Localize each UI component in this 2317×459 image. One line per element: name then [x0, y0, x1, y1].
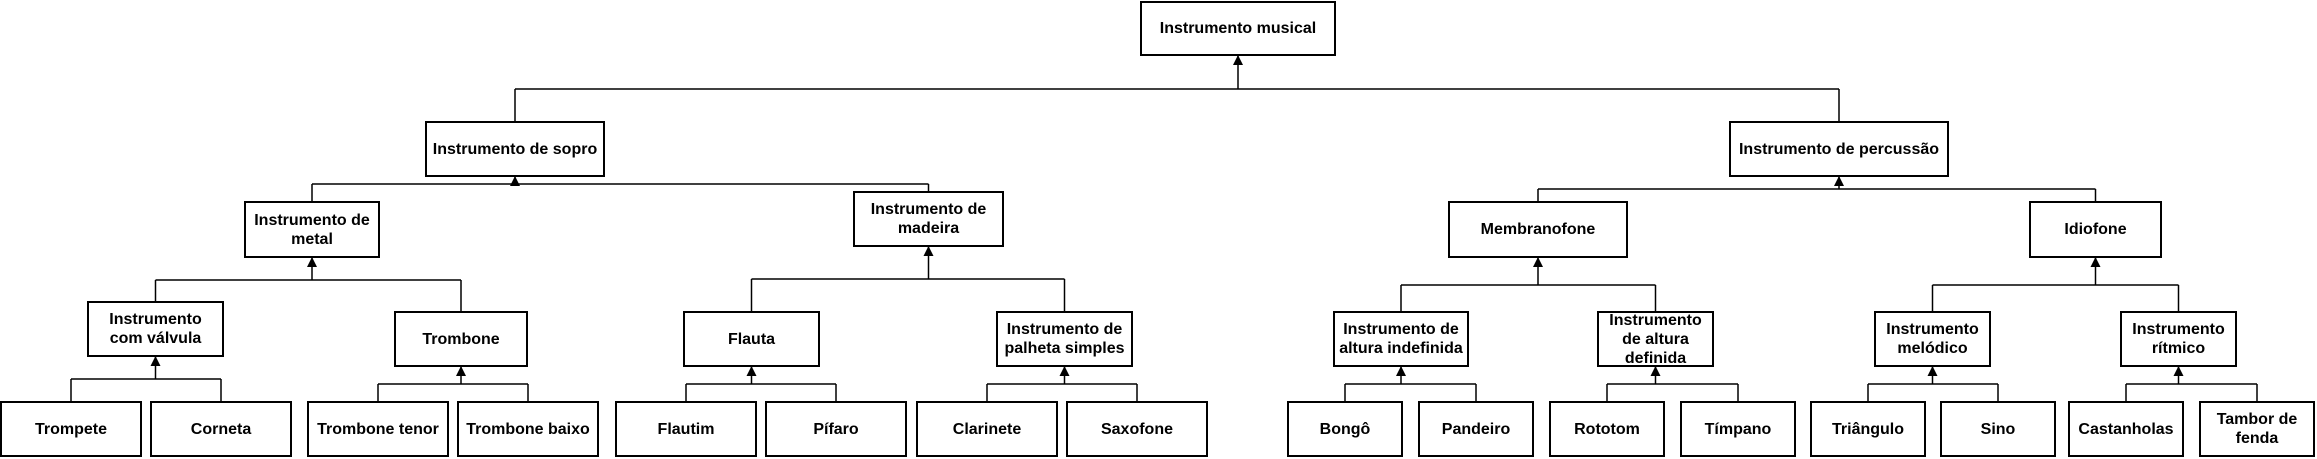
node-instrumento-de-madeira: Instrumento de madeira	[853, 191, 1004, 247]
node-castanholas: Castanholas	[2068, 401, 2184, 457]
node-saxofone: Saxofone	[1066, 401, 1208, 457]
node-instrumento-de-percussao: Instrumento de percussão	[1729, 121, 1949, 177]
node-pandeiro: Pandeiro	[1418, 401, 1534, 457]
node-clarinete: Clarinete	[916, 401, 1058, 457]
node-instrumento-de-sopro: Instrumento de sopro	[425, 121, 605, 177]
node-instrumento-de-metal: Instrumento de metal	[244, 201, 380, 258]
node-bongo: Bongô	[1287, 401, 1403, 457]
node-tambor-de-fenda: Tambor de fenda	[2199, 401, 2315, 457]
node-flautim: Flautim	[615, 401, 757, 457]
node-instrumento-de-altura-definida: Instrumento de altura definida	[1597, 311, 1714, 367]
node-triangulo: Triângulo	[1810, 401, 1926, 457]
node-instrumento-com-valvula: Instrumento com válvula	[87, 301, 224, 357]
node-corneta: Corneta	[150, 401, 292, 457]
node-instrumento-ritmico: Instrumento rítmico	[2120, 311, 2237, 367]
node-idiofone: Idiofone	[2029, 201, 2162, 258]
node-sino: Sino	[1940, 401, 2056, 457]
node-instrumento-musical: Instrumento musical	[1140, 1, 1336, 56]
node-timpano: Tímpano	[1680, 401, 1796, 457]
node-instrumento-melodico: Instrumento melódico	[1874, 311, 1991, 367]
node-instrumento-de-altura-indefinida: Instrumento de altura indefinida	[1333, 311, 1469, 367]
node-pifaro: Pífaro	[765, 401, 907, 457]
node-membranofone: Membranofone	[1448, 201, 1628, 258]
node-trombone: Trombone	[394, 311, 528, 367]
node-trombone-baixo: Trombone baixo	[457, 401, 599, 457]
node-rototom: Rototom	[1549, 401, 1665, 457]
node-instrumento-de-palheta-simples: Instrumento de palheta simples	[996, 311, 1133, 367]
node-trompete: Trompete	[0, 401, 142, 457]
node-flauta: Flauta	[683, 311, 820, 367]
node-trombone-tenor: Trombone tenor	[307, 401, 449, 457]
